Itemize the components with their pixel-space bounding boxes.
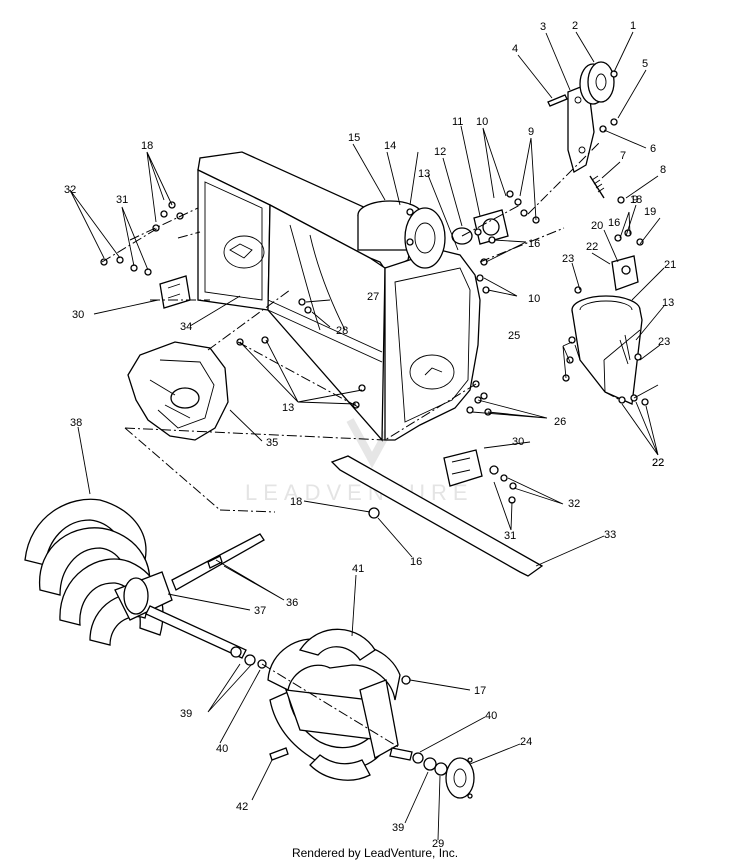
- bearing-hardware: [269, 747, 475, 799]
- callouts: 1 2 3 4 5 6 7 8 9 9 10 10 11 12 13 13 13…: [64, 20, 676, 850]
- callout: 9: [528, 126, 534, 138]
- callout: 15: [348, 132, 360, 144]
- callout: 27: [367, 291, 379, 303]
- callout: 11: [452, 116, 463, 128]
- auger-housing: [197, 151, 509, 442]
- callout: 18: [290, 496, 302, 508]
- callout: 13: [282, 402, 294, 414]
- callout: 30: [512, 436, 524, 448]
- callout: 35: [266, 437, 278, 449]
- right-skid-shoe: [443, 449, 517, 504]
- callout: 18: [630, 194, 642, 206]
- auger-shaft: [145, 533, 267, 669]
- callout: 8: [660, 164, 666, 176]
- pulley-bracket: [547, 61, 625, 204]
- callout: 23: [562, 253, 574, 265]
- scraper-bar: [330, 455, 544, 577]
- impeller-housing: [127, 341, 229, 441]
- callout: 12: [434, 146, 446, 158]
- callout: 31: [504, 530, 516, 542]
- leader-lines: [69, 31, 665, 841]
- callout: 16: [608, 217, 620, 229]
- callout: 39: [392, 822, 404, 834]
- callout: 14: [384, 140, 396, 152]
- callout: 3: [540, 21, 546, 33]
- callout: 26: [554, 416, 566, 428]
- callout: 40: [216, 743, 228, 755]
- right-auger-spiral: [267, 628, 411, 781]
- callout: 17: [474, 685, 486, 697]
- watermark-text: LEADVENTURE: [245, 480, 474, 505]
- callout: 31: [116, 194, 128, 206]
- callout: 34: [180, 321, 192, 333]
- callout: 23: [658, 336, 670, 348]
- callout: 39: [180, 708, 192, 720]
- left-auger-spiral: [24, 498, 173, 646]
- callout: 7: [620, 150, 626, 162]
- callout: 22: [652, 457, 664, 469]
- callout: 42: [236, 801, 248, 813]
- callout: 37: [254, 605, 266, 617]
- callout: 16: [410, 556, 422, 568]
- callout: 32: [64, 184, 76, 196]
- callout: 5: [642, 58, 648, 70]
- callout: 19: [644, 206, 656, 218]
- callout: 2: [572, 20, 578, 32]
- callout: 4: [512, 43, 518, 55]
- callout: 40: [485, 710, 497, 722]
- callout: 10: [476, 116, 488, 128]
- callout: 13: [662, 297, 674, 309]
- callout: 6: [650, 143, 656, 155]
- callout: 38: [70, 417, 82, 429]
- footer-credit: Rendered by LeadVenture, Inc.: [291, 846, 459, 860]
- discharge-chute: [562, 229, 649, 406]
- callout: 22: [586, 241, 598, 253]
- callout: 24: [520, 736, 532, 748]
- callout: 36: [286, 597, 298, 609]
- callout: 33: [604, 529, 616, 541]
- callout: 25: [508, 330, 520, 342]
- callout: 30: [72, 309, 84, 321]
- callout: 18: [141, 140, 153, 152]
- callout: 1: [630, 20, 636, 32]
- callout: 21: [664, 259, 676, 271]
- callout: 22: [652, 457, 664, 469]
- callout: 29: [432, 838, 444, 850]
- callout: 10: [528, 293, 540, 305]
- callout: 28: [336, 325, 348, 337]
- callout: 20: [591, 220, 603, 232]
- callout: 9: [632, 194, 638, 206]
- callout: 41: [352, 563, 364, 575]
- callout: 13: [418, 168, 430, 180]
- callout: 32: [568, 498, 580, 510]
- callout: 16: [528, 238, 540, 250]
